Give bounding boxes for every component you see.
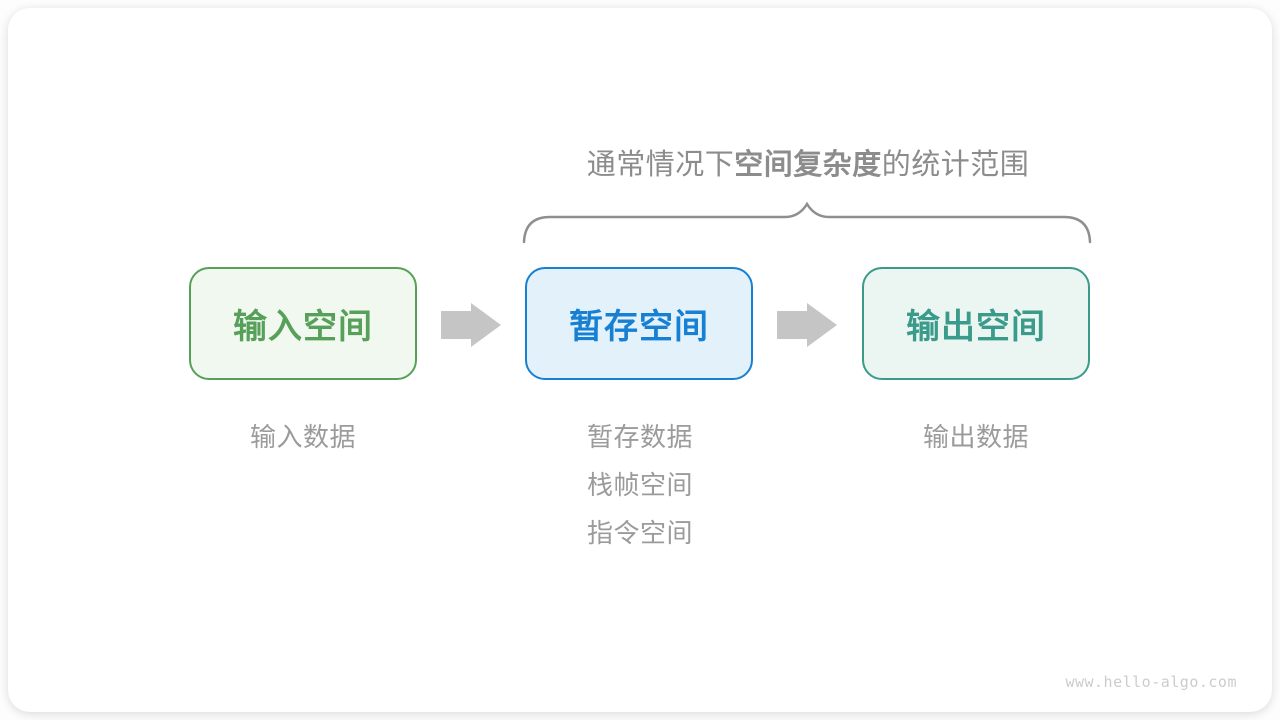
diagram-title: 通常情况下空间复杂度的统计范围 [587, 141, 1030, 183]
node-output-space-label: 输出空间 [906, 308, 1046, 346]
temp-space-sublabels: 暂存数据 栈帧空间 指令空间 [587, 413, 693, 557]
node-temp-space: 暂存空间 [525, 267, 753, 380]
arrow-right-icon [441, 303, 501, 347]
scope-brace-icon [522, 201, 1092, 244]
node-input-space-label: 输入空间 [233, 308, 373, 346]
output-space-sublabels: 输出数据 [923, 413, 1029, 461]
sublabel: 暂存数据 [586, 422, 694, 452]
title-bold-term: 空间复杂度 [734, 149, 882, 181]
node-temp-space-label: 暂存空间 [569, 308, 709, 346]
title-prefix: 通常情况下 [586, 149, 735, 181]
watermark-text: www.hello-algo.com [1065, 673, 1237, 691]
sublabel: 输出数据 [922, 422, 1030, 452]
node-output-space: 输出空间 [862, 267, 1090, 380]
title-suffix: 的统计范围 [881, 149, 1030, 181]
node-input-space: 输入空间 [189, 267, 417, 380]
sublabel: 栈帧空间 [586, 470, 694, 500]
sublabel: 指令空间 [586, 518, 694, 548]
sublabel: 输入数据 [249, 422, 357, 452]
arrow-right-icon [777, 303, 837, 347]
input-space-sublabels: 输入数据 [250, 413, 356, 461]
